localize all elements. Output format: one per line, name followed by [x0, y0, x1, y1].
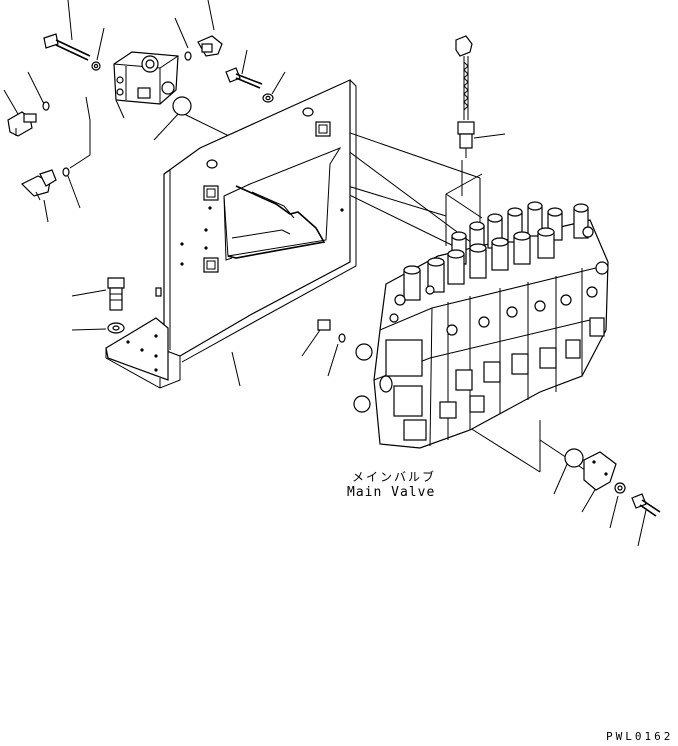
drawing-code: PWL0162 [606, 730, 674, 743]
flange-parts [564, 448, 661, 517]
solenoid-valve [113, 51, 179, 105]
leader-lines [3, 0, 647, 547]
mounting-bracket [105, 79, 357, 389]
hardware-lower [107, 277, 346, 343]
main-valve-label-en: Main Valve [347, 485, 436, 500]
pressure-sensor [455, 35, 475, 158]
main-valve-label-jp: メインバルブ [352, 470, 437, 484]
hardware-upper [7, 33, 274, 201]
main-valve [353, 201, 609, 449]
